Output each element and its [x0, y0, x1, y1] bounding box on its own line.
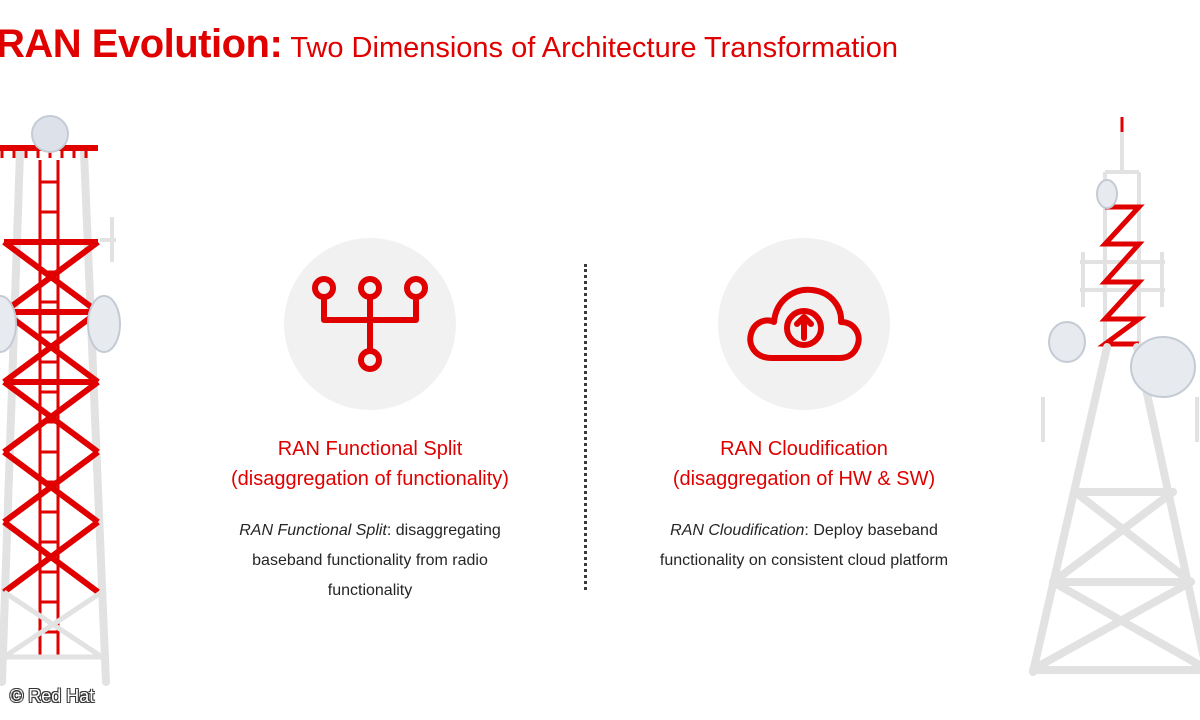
- heading-line1: RAN Functional Split: [277, 438, 463, 460]
- heading-line2: (disaggregation of functionality): [231, 468, 509, 490]
- description-text: : Deploy baseband functionality on consi…: [659, 522, 949, 569]
- tower-dish-large: [1130, 336, 1196, 398]
- cloud-upload-icon: [747, 286, 862, 361]
- right-tower-illustration: [1029, 117, 1200, 676]
- icon-circle: [718, 238, 890, 410]
- tower-red-bracing: [2, 239, 100, 595]
- icon-circle: [284, 238, 456, 410]
- tower-base-frame: [1029, 343, 1200, 676]
- functional-split-panel: RAN Functional Split (disaggregation of …: [180, 238, 560, 606]
- copyright-credit: © Red Hat: [10, 686, 95, 706]
- tower-red-zigzag: [1097, 204, 1147, 347]
- dotted-divider: [584, 264, 587, 590]
- cloudification-heading: RAN Cloudification (disaggregation of HW…: [614, 434, 994, 494]
- description-term: RAN Functional Split: [239, 522, 387, 539]
- title-main: RAN Evolution:: [0, 22, 283, 66]
- cloudification-description: RAN Cloudification: Deploy baseband func…: [644, 516, 964, 576]
- heading-line2: (disaggregation of HW & SW): [672, 468, 936, 490]
- slide-title: RAN Evolution:Two Dimensions of Architec…: [0, 22, 898, 67]
- tower-dish-small: [1048, 321, 1086, 363]
- branching-split-icon: [312, 276, 428, 372]
- title-subtitle: Two Dimensions of Architecture Transform…: [290, 32, 898, 64]
- description-text: : disaggregating baseband functionality …: [252, 522, 501, 599]
- cloudification-panel: RAN Cloudification (disaggregation of HW…: [614, 238, 994, 576]
- left-tower-illustration: [0, 115, 121, 686]
- tower-dish-right: [87, 295, 121, 353]
- functional-split-description: RAN Functional Split: disaggregating bas…: [210, 516, 530, 606]
- heading-line1: RAN Cloudification: [720, 438, 888, 460]
- tower-dish-top: [1096, 179, 1118, 209]
- description-term: RAN Cloudification: [670, 522, 805, 539]
- functional-split-heading: RAN Functional Split (disaggregation of …: [180, 434, 560, 494]
- tower-top-dish: [31, 115, 69, 153]
- tower-white-bracing: [0, 589, 106, 660]
- tower-dish-left: [0, 295, 17, 353]
